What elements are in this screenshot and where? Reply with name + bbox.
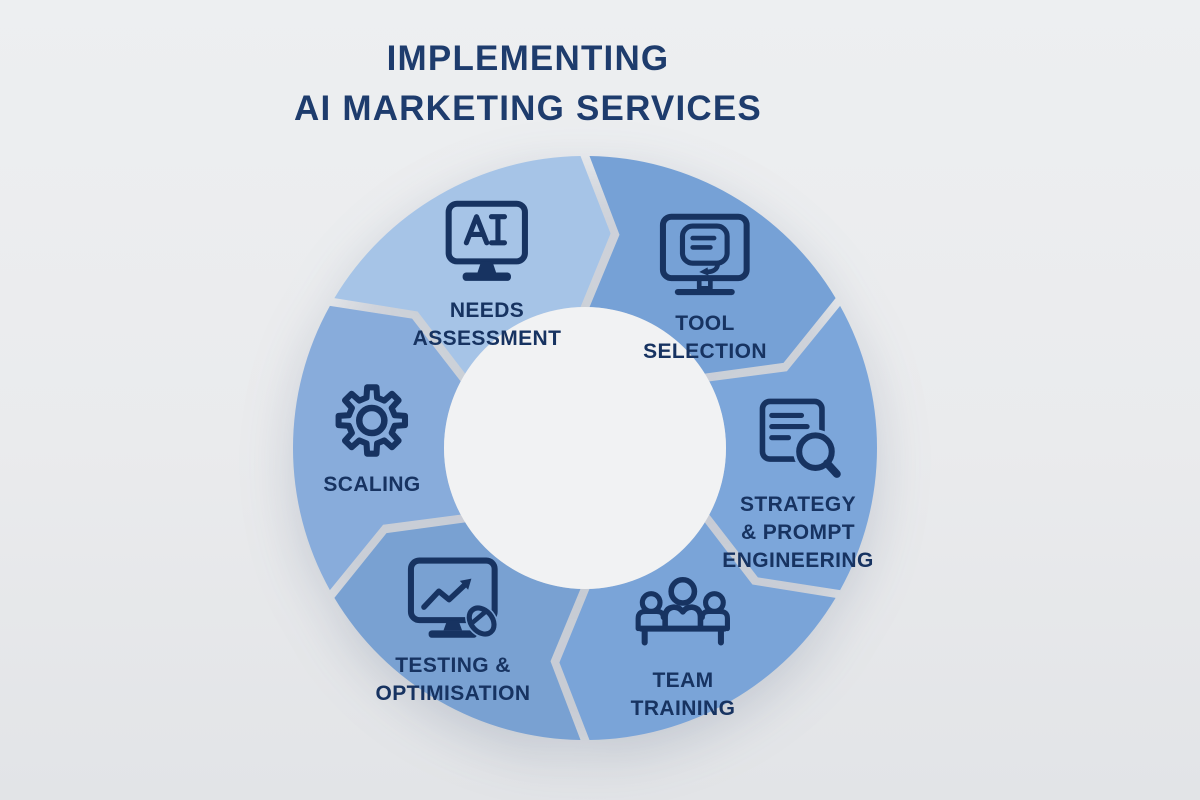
title-line-2: AI MARKETING SERVICES: [294, 89, 762, 128]
step-label: NEEDS ASSESSMENT: [412, 299, 562, 350]
title-line-1: IMPLEMENTING: [386, 39, 670, 78]
step-team-training: TEAM TRAINING: [553, 570, 813, 723]
page-title: IMPLEMENTING AI MARKETING SERVICES: [0, 34, 1056, 134]
step-label: STRATEGY & PROMPT ENGINEERING: [722, 493, 874, 572]
ai-monitor-icon: [445, 200, 529, 281]
chat-monitor-icon: [660, 213, 750, 296]
mouse-glyph: [465, 603, 499, 639]
step-scaling: SCALING: [242, 374, 502, 499]
segment-strategy-prompt-engineering: [709, 305, 878, 591]
gear-icon: [335, 384, 409, 457]
document-search-icon: [759, 398, 842, 478]
step-needs-assessment: NEEDS ASSESSMENT: [357, 200, 617, 353]
step-label: TESTING & OPTIMISATION: [375, 654, 531, 705]
step-testing-optimisation: TESTING & OPTIMISATION: [323, 555, 583, 708]
step-tool-selection: TOOL SELECTION: [575, 213, 835, 366]
chart-mouse-monitor-icon: [408, 557, 499, 639]
wheel-center-hole: [444, 307, 726, 589]
step-label: TEAM TRAINING: [630, 669, 736, 720]
team-meeting-icon: [635, 576, 731, 646]
step-label: SCALING: [323, 473, 421, 496]
step-strategy-prompt-engineering: STRATEGY & PROMPT ENGINEERING: [668, 394, 928, 575]
step-label: TOOL SELECTION: [643, 312, 767, 363]
segment-needs-assessment: [334, 156, 611, 374]
